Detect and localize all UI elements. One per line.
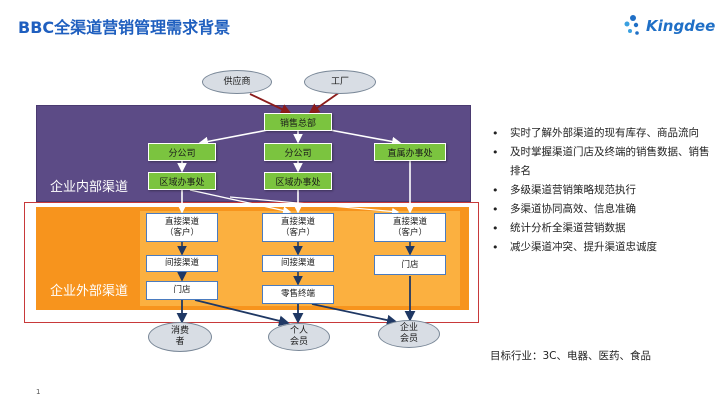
direct-office-node: 直属办事处 — [374, 143, 446, 161]
kingdee-dots-icon — [624, 15, 639, 35]
list-item: 多渠道协同高效、信息准确 — [490, 200, 715, 219]
logo-text: Kingdee — [646, 17, 716, 35]
supplier-node: 供应商 — [202, 70, 272, 94]
hq-to-branch1-arrow — [198, 129, 269, 147]
page-title: BBC全渠道营销管理需求背景 — [18, 18, 231, 37]
sales-hq-node: 销售总部 — [264, 113, 332, 131]
direct-channel-node-1: 直接渠道 （客户） — [146, 213, 218, 242]
regional-office-node-1: 区域办事处 — [148, 172, 216, 190]
external-channel-label: 企业外部渠道 — [50, 284, 129, 299]
page-number: 1 — [36, 388, 41, 396]
branch-company-node-2: 分公司 — [264, 143, 332, 161]
store-node-2: 门店 — [374, 255, 446, 275]
target-industries: 目标行业：3C、电器、医药、食品 — [490, 350, 652, 362]
supplier-to-hq-arrow — [249, 93, 292, 115]
factory-node: 工厂 — [304, 70, 376, 94]
retail-to-corporate-member-arrow — [311, 303, 398, 326]
consumer-node: 消费 者 — [148, 322, 212, 352]
kingdee-logo: Kingdee — [622, 14, 716, 40]
list-item: 及时掌握渠道门店及终端的销售数据、销售排名 — [490, 143, 715, 181]
retail-terminal-node: 零售终端 — [262, 285, 334, 304]
regional-office-node-2: 区域办事处 — [264, 172, 332, 190]
branch-company-node-1: 分公司 — [148, 143, 216, 161]
hq-to-direct-office-arrow — [329, 129, 402, 147]
indirect-channel-node-2: 间接渠道 — [262, 255, 334, 272]
personal-member-node: 个人 会员 — [268, 323, 330, 351]
list-item: 统计分析全渠道营销数据 — [490, 219, 715, 238]
region1-to-direct2-arrow — [189, 189, 292, 215]
direct-channel-node-3: 直接渠道 （客户） — [374, 213, 446, 242]
list-item: 多级渠道营销策略规范执行 — [490, 181, 715, 200]
list-item: 实时了解外部渠道的现有库存、商品流向 — [490, 124, 715, 143]
store1-to-personal-member-arrow — [194, 299, 290, 327]
internal-channel-label: 企业内部渠道 — [50, 180, 129, 195]
list-item: 减少渠道冲突、提升渠道忠诚度 — [490, 238, 715, 257]
store-node-1: 门店 — [146, 281, 218, 300]
factory-to-hq-arrow — [308, 91, 341, 115]
benefits-list: 实时了解外部渠道的现有库存、商品流向 及时掌握渠道门店及终端的销售数据、销售排名… — [490, 124, 715, 257]
direct-channel-node-2: 直接渠道 （客户） — [262, 213, 334, 242]
indirect-channel-node-1: 间接渠道 — [146, 255, 218, 272]
external-channel-frame — [24, 202, 479, 323]
corporate-member-node: 企业 会员 — [378, 320, 440, 348]
inner-to-direct3-arrow — [229, 196, 400, 216]
